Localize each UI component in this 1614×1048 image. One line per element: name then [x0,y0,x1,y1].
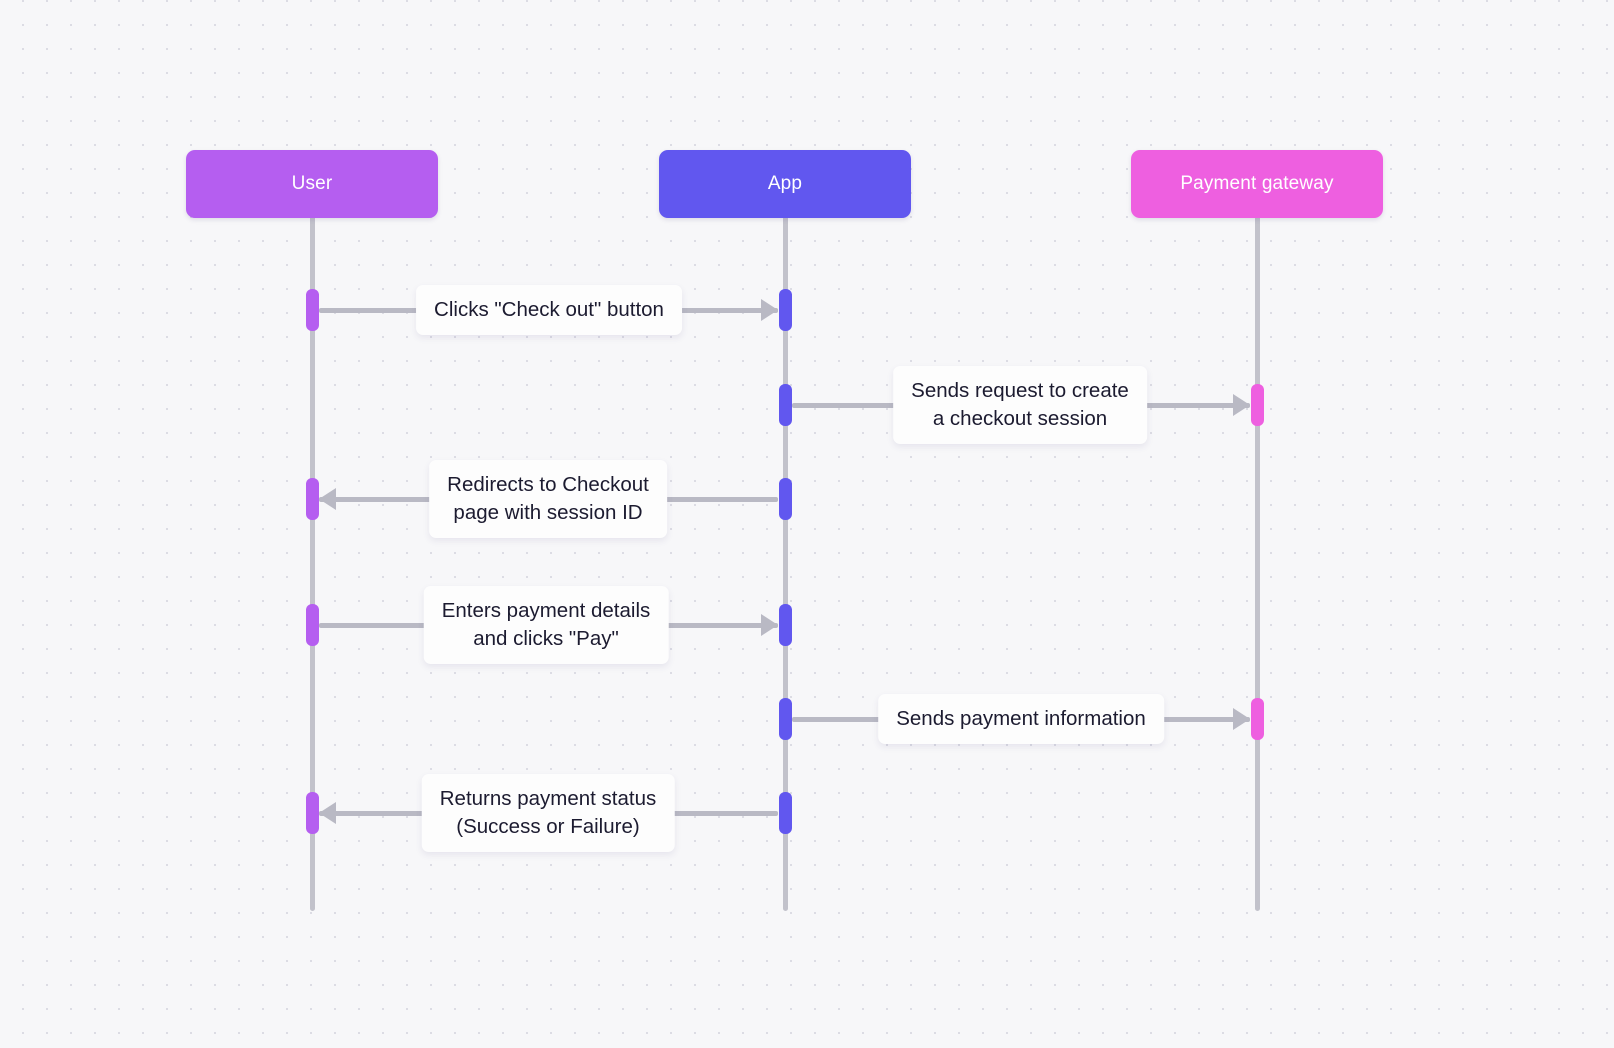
lifeline-app [782,212,788,911]
message-label-line: a checkout session [932,407,1108,430]
message-label-m4: Enters payment details and clicks "Pay" [423,586,669,664]
activation-bar-user [305,289,319,331]
activation-bar-app [778,698,792,740]
activation-bar-app [778,604,792,646]
arrowhead-right-m1 [761,299,778,321]
participant-label: User [291,173,333,194]
activation-bar-app [778,289,792,331]
activation-bar-app [778,384,792,426]
message-label-m6: Returns payment status (Success or Failur… [421,774,675,852]
arrowhead-right-m5 [1233,708,1250,730]
arrowhead-right-m2 [1233,394,1250,416]
participant-app[interactable]: App [659,150,911,218]
activation-bar-app [778,792,792,834]
message-label-line: Sends payment information [896,707,1146,730]
message-label-line: and clicks "Pay" [473,627,619,650]
message-label-line: Clicks "Check out" button [434,298,664,321]
message-label-m2: Sends request to create a checkout sessio… [893,366,1147,444]
message-label-line: page with session ID [453,501,643,524]
participant-label: App [767,173,803,194]
activation-bar-app [778,478,792,520]
activation-bar-user [305,792,319,834]
message-label-m5: Sends payment information [878,694,1164,744]
activation-bar-user [305,478,319,520]
message-label-line: Returns payment status [439,787,657,810]
message-label-line: Enters payment details [441,599,651,622]
message-label-m1: Clicks "Check out" button [416,285,682,335]
activation-bar-gateway [1250,384,1264,426]
activation-bar-user [305,604,319,646]
message-label-line: (Success or Failure) [456,815,640,838]
arrowhead-right-m4 [761,614,778,636]
lifeline-user [309,212,315,911]
participant-label: Payment gateway [1180,173,1334,194]
lifeline-gateway [1254,212,1260,911]
activation-bar-gateway [1250,698,1264,740]
message-label-line: Redirects to Checkout [447,473,649,496]
participant-user[interactable]: User [186,150,438,218]
arrowhead-left-m3 [319,488,336,510]
message-label-line: Sends request to create [911,379,1129,402]
message-label-m3: Redirects to Checkout page with session I… [429,460,667,538]
arrowhead-left-m6 [319,802,336,824]
participant-gateway[interactable]: Payment gateway [1131,150,1383,218]
